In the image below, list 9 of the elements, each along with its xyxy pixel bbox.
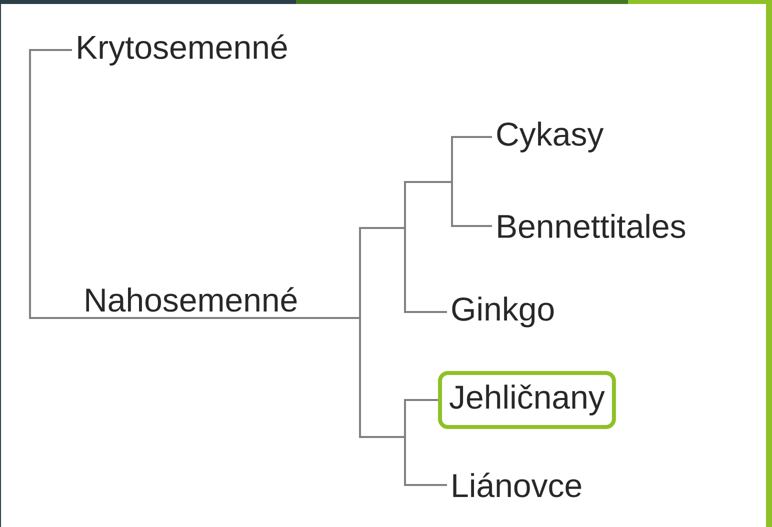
taxon-label: Nahosemenné xyxy=(86,287,297,312)
taxon-label: Bennettitales xyxy=(498,214,686,238)
taxon-label: Ginkgo xyxy=(452,296,554,328)
branch-line xyxy=(29,49,302,319)
branch-line xyxy=(302,317,447,486)
taxon-label: Liánovce xyxy=(453,472,582,498)
taxon-label: Cykasy xyxy=(497,122,604,152)
taxon-label: Krytosemenné xyxy=(78,34,287,66)
highlighted-taxon-box: Jehličnany xyxy=(438,371,616,429)
